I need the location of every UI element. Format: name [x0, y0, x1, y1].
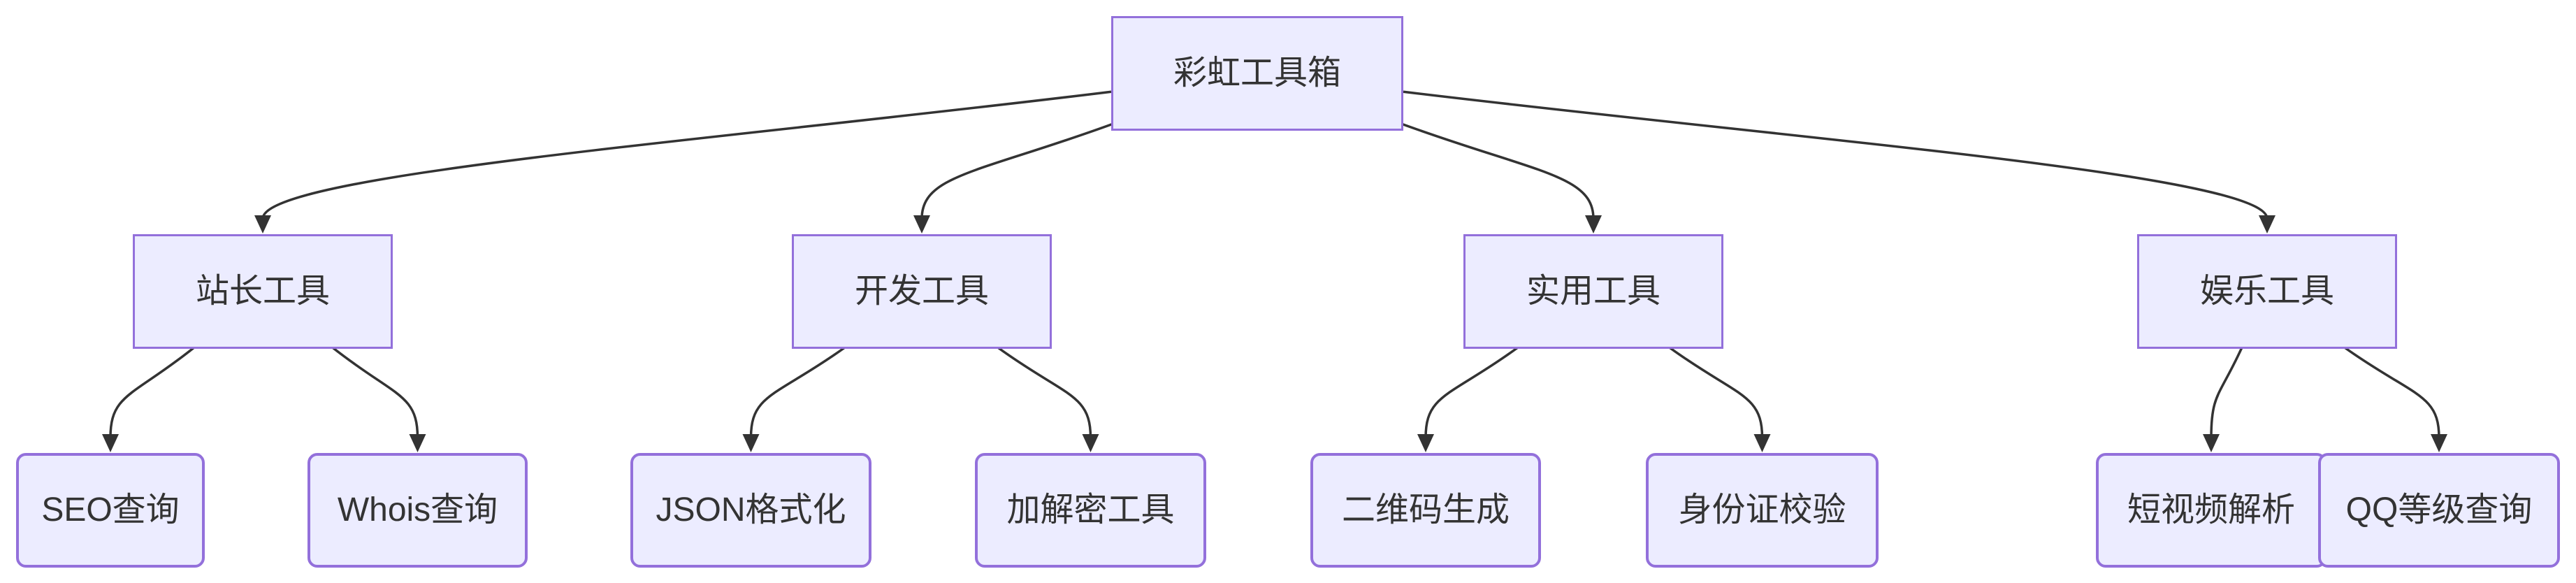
- node-qrcode-generator-label: 二维码生成: [1341, 491, 1510, 529]
- node-webmaster-tools: 站长工具: [133, 234, 393, 349]
- node-whois-query: Whois查询: [307, 453, 528, 568]
- node-utility-tools-label: 实用工具: [1526, 273, 1660, 310]
- node-encrypt-decrypt-tools-label: 加解密工具: [1006, 491, 1175, 529]
- node-qrcode-generator: 二维码生成: [1310, 453, 1541, 568]
- node-json-formatter: JSON格式化: [630, 453, 871, 568]
- node-qq-level-query-label: QQ等级查询: [2345, 491, 2533, 529]
- node-qq-level-query: QQ等级查询: [2318, 453, 2560, 568]
- node-encrypt-decrypt-tools: 加解密工具: [975, 453, 1206, 568]
- node-json-formatter-label: JSON格式化: [656, 491, 846, 529]
- node-dev-tools-label: 开发工具: [854, 273, 989, 310]
- node-root-toolbox-label: 彩虹工具箱: [1173, 55, 1341, 92]
- node-short-video-parser-label: 短视频解析: [2127, 491, 2295, 529]
- node-dev-tools: 开发工具: [792, 234, 1052, 349]
- node-idcard-validator-label: 身份证校验: [1678, 491, 1846, 529]
- node-webmaster-tools-label: 站长工具: [195, 273, 330, 310]
- node-root-toolbox: 彩虹工具箱: [1111, 16, 1403, 131]
- node-seo-query: SEO查询: [16, 453, 205, 568]
- node-entertainment-tools: 娱乐工具: [2137, 234, 2397, 349]
- node-short-video-parser: 短视频解析: [2096, 453, 2327, 568]
- node-whois-query-label: Whois查询: [337, 491, 498, 529]
- node-idcard-validator: 身份证校验: [1646, 453, 1879, 568]
- node-utility-tools: 实用工具: [1463, 234, 1723, 349]
- node-entertainment-tools-label: 娱乐工具: [2199, 273, 2334, 310]
- node-seo-query-label: SEO查询: [41, 491, 180, 529]
